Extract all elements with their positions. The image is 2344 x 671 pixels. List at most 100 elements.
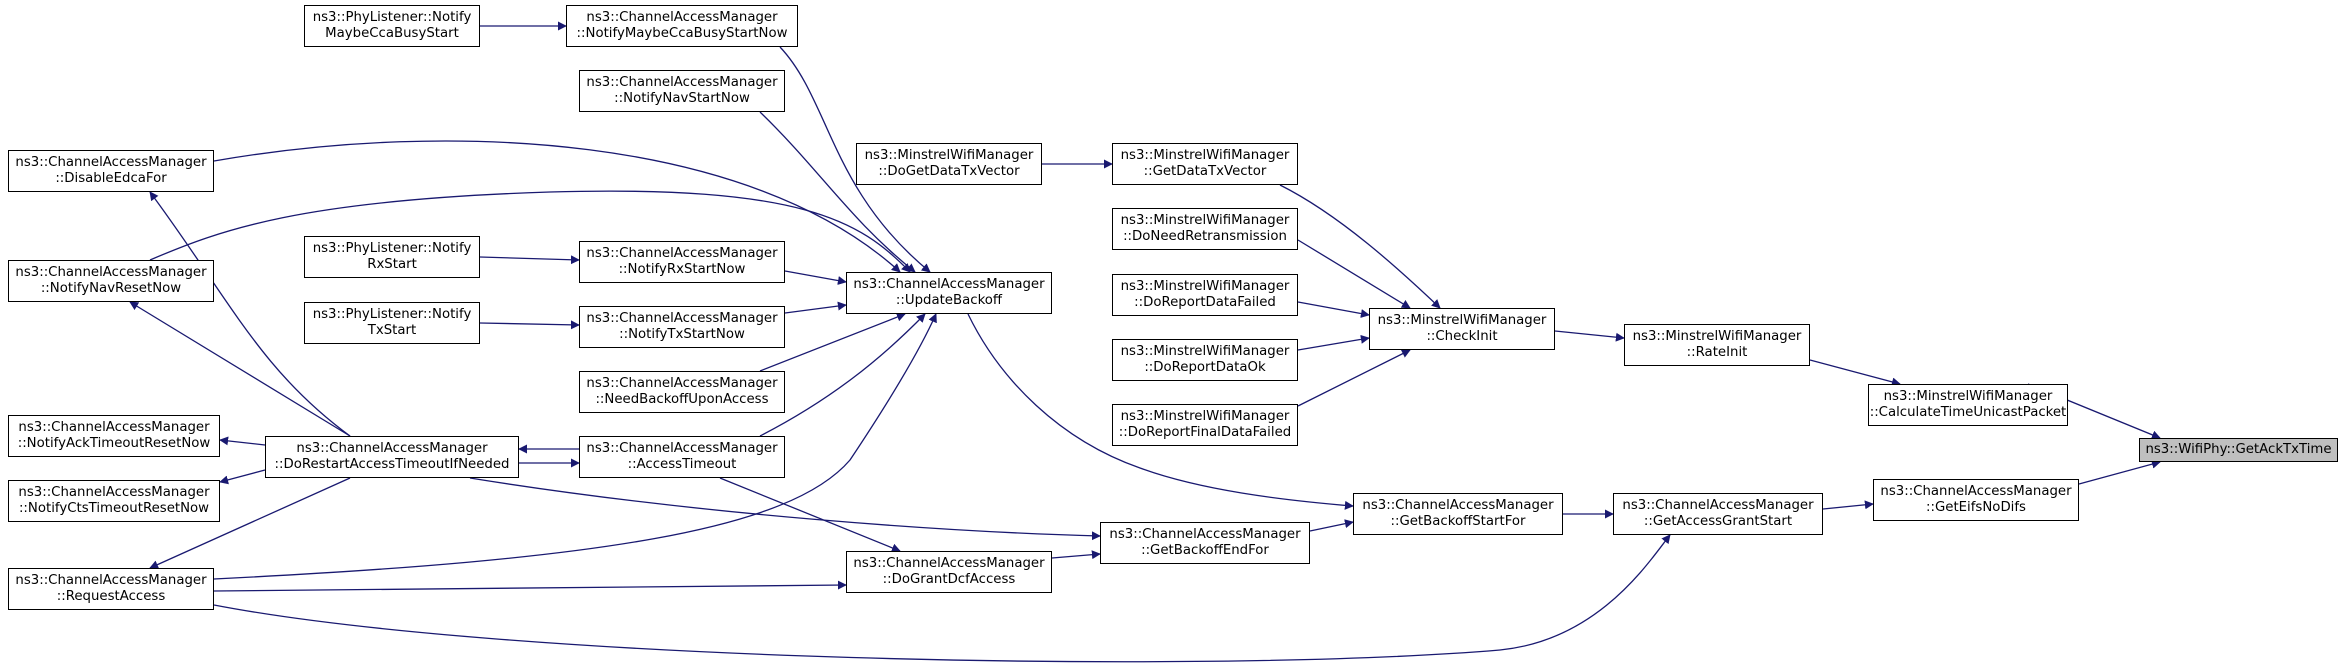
graph-node-notifyctstimeoutresetnow[interactable]: ns3::ChannelAccessManager::NotifyCtsTime… <box>8 480 220 522</box>
graph-node-label: ::DoReportDataOk <box>1144 360 1266 375</box>
call-edge-dorestartaccesstimeout-to-getbackoffendfor <box>469 477 1101 541</box>
call-edge-doneedretrans-to-checkinit <box>1297 239 1411 309</box>
graph-node-disableedcafor[interactable]: ns3::ChannelAccessManager::DisableEdcaFo… <box>8 150 214 192</box>
call-edge-dograntdcfaccess-to-getbackoffendfor <box>1051 550 1101 560</box>
graph-node-notifyrxstartnow[interactable]: ns3::ChannelAccessManager::NotifyRxStart… <box>579 241 785 283</box>
graph-node-dograntdcfaccess[interactable]: ns3::ChannelAccessManager::DoGrantDcfAcc… <box>846 551 1052 593</box>
call-edge-notifynavresetnow-to-updatebackoff <box>149 190 911 273</box>
graph-node-notifyacktimeoutresetnow[interactable]: ns3::ChannelAccessManager::NotifyAckTime… <box>8 415 220 457</box>
call-edge-requestaccess-to-getaccessgrantstart <box>213 534 1671 663</box>
graph-node-notifymaybeccabusystartnow[interactable]: ns3::ChannelAccessManager::NotifyMaybeCc… <box>566 5 798 47</box>
graph-node-doreportfinaldatafailed[interactable]: ns3::MinstrelWifiManager::DoReportFinalD… <box>1112 404 1298 446</box>
graph-node-label: RxStart <box>367 257 417 272</box>
graph-node-geteifsnodifs[interactable]: ns3::ChannelAccessManager::GetEifsNoDifs <box>1873 479 2079 521</box>
graph-node-requestaccess[interactable]: ns3::ChannelAccessManager::RequestAccess <box>8 568 214 610</box>
call-edge-phytxstart-to-notifytxstartnow <box>479 320 580 330</box>
call-edge-dorestartaccesstimeout-to-requestaccess <box>149 477 351 569</box>
graph-node-label: ::RequestAccess <box>56 589 166 604</box>
graph-node-label: ::NotifyAckTimeoutResetNow <box>17 436 211 451</box>
graph-node-notifynavstartnow[interactable]: ns3::ChannelAccessManager::NotifyNavStar… <box>579 70 785 112</box>
graph-node-label: ns3::MinstrelWifiManager <box>1883 389 2053 404</box>
graph-node-label: ns3::ChannelAccessManager <box>296 441 488 456</box>
graph-node-label: ns3::ChannelAccessManager <box>1362 498 1554 513</box>
graph-node-label: ns3::ChannelAccessManager <box>1622 498 1814 513</box>
graph-node-label: ns3::ChannelAccessManager <box>586 10 778 25</box>
call-edge-notifynavstartnow-to-updatebackoff <box>759 111 916 273</box>
graph-node-label: ns3::MinstrelWifiManager <box>1120 213 1290 228</box>
graph-node-label: ::GetAccessGrantStart <box>1643 514 1793 529</box>
graph-node-label: ns3::ChannelAccessManager <box>1109 527 1301 542</box>
graph-node-label: ns3::ChannelAccessManager <box>1880 484 2072 499</box>
call-edge-geteifsnodifs-to-getacktxtime <box>2078 459 2161 485</box>
graph-node-label: ns3::MinstrelWifiManager <box>1120 148 1290 163</box>
graph-node-dorestartaccesstimeout[interactable]: ns3::ChannelAccessManager::DoRestartAcce… <box>265 436 519 478</box>
graph-node-label: ns3::MinstrelWifiManager <box>1377 313 1547 328</box>
graph-node-doreportdatafailed[interactable]: ns3::MinstrelWifiManager::DoReportDataFa… <box>1112 274 1298 316</box>
graph-node-label: ::DoRestartAccessTimeoutIfNeeded <box>274 457 510 472</box>
graph-node-label: ns3::MinstrelWifiManager <box>864 148 1034 163</box>
call-edge-accesstimeout-to-updatebackoff <box>759 313 926 437</box>
graph-node-label: ns3::ChannelAccessManager <box>586 75 778 90</box>
call-edge-checkinit-to-rateinit <box>1554 330 1625 342</box>
graph-node-label: ::DoReportFinalDataFailed <box>1118 425 1292 440</box>
graph-node-label: ns3::MinstrelWifiManager <box>1632 329 1802 344</box>
graph-node-label: ns3::ChannelAccessManager <box>853 556 1045 571</box>
graph-node-label: ::GetBackoffEndFor <box>1141 543 1269 558</box>
graph-node-label: ns3::WifiPhy::GetAckTxTime <box>2145 442 2332 457</box>
graph-node-label: ns3::ChannelAccessManager <box>15 573 207 588</box>
graph-node-label: ::CheckInit <box>1426 329 1498 344</box>
graph-node-label: ns3::MinstrelWifiManager <box>1120 279 1290 294</box>
graph-node-label: ns3::ChannelAccessManager <box>586 311 778 326</box>
call-edge-requestaccess-to-updatebackoff <box>213 313 937 580</box>
graph-node-rateinit[interactable]: ns3::MinstrelWifiManager::RateInit <box>1624 324 1810 366</box>
graph-node-updatebackoff[interactable]: ns3::ChannelAccessManager::UpdateBackoff <box>846 272 1052 314</box>
graph-node-label: ::UpdateBackoff <box>895 293 1003 308</box>
graph-node-label: ::NotifyMaybeCcaBusyStartNow <box>576 26 788 41</box>
call-edge-dorestartaccesstimeout-to-notifynavresetnow <box>129 301 351 437</box>
graph-node-label: ::NotifyNavResetNow <box>40 281 182 296</box>
call-edge-getdatatxvector-to-checkinit <box>1279 184 1441 309</box>
graph-node-label: ::NotifyCtsTimeoutResetNow <box>18 501 210 516</box>
graph-node-notifytxstartnow[interactable]: ns3::ChannelAccessManager::NotifyTxStart… <box>579 306 785 348</box>
graph-node-label: ::DoNeedRetransmission <box>1123 229 1287 244</box>
graph-node-dogetdatatxvector[interactable]: ns3::MinstrelWifiManager::DoGetDataTxVec… <box>856 143 1042 185</box>
graph-node-notifynavresetnow[interactable]: ns3::ChannelAccessManager::NotifyNavRese… <box>8 260 214 302</box>
call-edge-disableedcafor-to-updatebackoff <box>213 140 901 273</box>
graph-node-getacktxtime[interactable]: ns3::WifiPhy::GetAckTxTime <box>2139 438 2338 462</box>
call-edge-accesstimeout-to-dograntdcfaccess <box>719 477 901 553</box>
graph-node-checkinit[interactable]: ns3::MinstrelWifiManager::CheckInit <box>1369 308 1555 350</box>
call-edge-getaccessgrantstart-to-geteifsnodifs <box>1822 500 1874 510</box>
graph-node-getbackoffendfor[interactable]: ns3::ChannelAccessManager::GetBackoffEnd… <box>1100 522 1310 564</box>
graph-node-label: ns3::ChannelAccessManager <box>586 246 778 261</box>
graph-node-label: ::NeedBackoffUponAccess <box>595 392 769 407</box>
graph-node-needbackoffuponaccess[interactable]: ns3::ChannelAccessManager::NeedBackoffUp… <box>579 371 785 413</box>
call-edge-rateinit-to-calctimeunicast <box>1809 359 1901 387</box>
graph-node-label: ::AccessTimeout <box>627 457 737 472</box>
graph-node-label: ns3::MinstrelWifiManager <box>1120 409 1290 424</box>
graph-node-label: ns3::ChannelAccessManager <box>15 155 207 170</box>
call-edge-notifyrxstartnow-to-updatebackoff <box>784 270 847 285</box>
call-edge-needbackoffuponaccess-to-updatebackoff <box>759 312 906 372</box>
graph-node-getdatatxvector[interactable]: ns3::MinstrelWifiManager::GetDataTxVecto… <box>1112 143 1298 185</box>
graph-node-label: ::DoGrantDcfAccess <box>882 572 1016 587</box>
graph-node-calctimeunicast[interactable]: ns3::MinstrelWifiManager::CalculateTimeU… <box>1868 384 2068 426</box>
graph-node-getbackoffstartfor[interactable]: ns3::ChannelAccessManager::GetBackoffSta… <box>1353 493 1563 535</box>
graph-node-label: ::NotifyTxStartNow <box>619 327 745 342</box>
call-edge-notifytxstartnow-to-updatebackoff <box>784 301 847 314</box>
graph-node-label: ns3::ChannelAccessManager <box>18 420 210 435</box>
graph-node-label: ns3::PhyListener::Notify <box>312 10 472 25</box>
graph-node-doreportdataok[interactable]: ns3::MinstrelWifiManager::DoReportDataOk <box>1112 339 1298 381</box>
graph-node-label: ns3::ChannelAccessManager <box>15 265 207 280</box>
graph-node-accesstimeout[interactable]: ns3::ChannelAccessManager::AccessTimeout <box>579 436 785 478</box>
call-edge-doreportdatafailed-to-checkinit <box>1297 301 1370 318</box>
graph-node-label: ::CalculateTimeUnicastPacket <box>1869 405 2067 420</box>
graph-node-label: ::DoReportDataFailed <box>1134 295 1276 310</box>
call-edge-dorestartaccesstimeout-to-disableedcafor <box>149 191 351 437</box>
graph-node-label: ns3::ChannelAccessManager <box>586 441 778 456</box>
graph-node-getaccessgrantstart[interactable]: ns3::ChannelAccessManager::GetAccessGran… <box>1613 493 1823 535</box>
graph-node-doneedretrans[interactable]: ns3::MinstrelWifiManager::DoNeedRetransm… <box>1112 208 1298 250</box>
